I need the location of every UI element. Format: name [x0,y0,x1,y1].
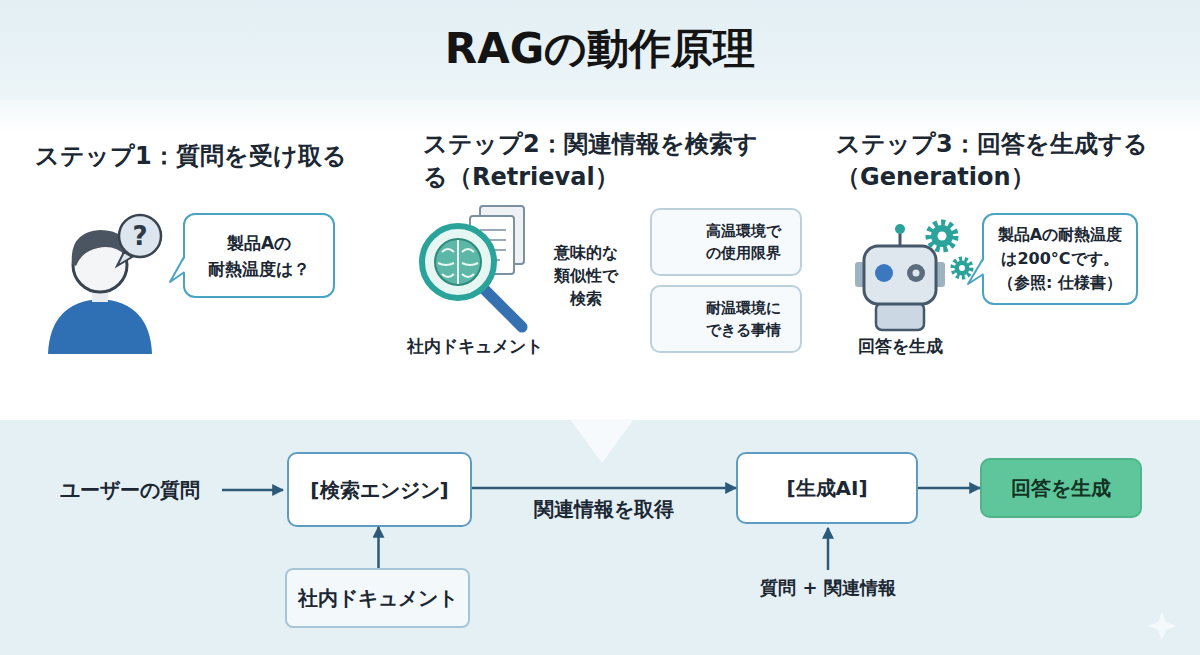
gear-teeth [929,223,955,249]
magnifier-handle [484,289,522,327]
icon-caption: 回答を生成 [840,334,960,358]
thought-bubble [119,215,161,257]
magnifier-lens [422,226,494,298]
gear [931,225,953,247]
diagram-title: RAGの動作原理 [0,22,1200,76]
sparkle-mark [1148,612,1176,640]
gear-hole [959,265,965,271]
user-icon [48,215,161,354]
input-label: 質問 + 関連情報 [738,575,918,601]
step-heading: ステップ2：関連情報を検索す る（Retrieval） [423,128,763,194]
user-body [48,299,152,354]
node-text: 回答を生成 [1011,474,1111,502]
process-note: 意味的な 類似性で 検索 [548,241,624,310]
input-arrow [222,489,283,492]
gear [955,261,970,276]
icon-caption: 社内ドキュメント [388,334,562,358]
speech-bubble: 製品Aの 耐熱温度は？ [183,213,335,298]
gear-hole [938,232,947,241]
node-text: [生成AI] [786,474,867,502]
robot-head [864,246,936,304]
question-mark: ? [120,220,160,252]
speech-bubble: 製品Aの耐熱温度 は200°Cです。 （参照: 仕様書） [982,213,1138,305]
robot-body [876,303,924,330]
node-text: [検索エンジン] [310,476,448,504]
brain-shape [435,239,481,285]
node-text: 製品Aの耐熱温度 は200°Cです。 （参照: 仕様書） [990,223,1130,295]
robot-icon [855,223,971,330]
gear-teeth [953,259,971,277]
result-card: 耐温環境に できる事情 [650,285,802,353]
output-box: 回答を生成 [980,458,1142,518]
edge-label: 関連情報を取得 [494,496,714,522]
flow-band [0,420,1200,655]
bubble-tail [170,256,185,282]
node-text: 社内ドキュメント [298,584,458,612]
node-text: 製品Aの 耐熱温度は？ [205,230,313,282]
node-text: 耐温環境に できる事情 [694,297,792,341]
title-band [0,0,1200,105]
result-card: 高温環境で の使用限界 [650,208,802,276]
step-heading: ステップ3：回答を生成する （Generation） [836,128,1176,194]
panel-pointer [570,419,634,463]
antenna-tip [895,224,905,234]
process-box: [検索エンジン] [287,452,472,527]
brain-folds [438,240,478,284]
step-heading: ステップ1：質問を受け取る [35,140,375,173]
steps-panel [0,100,1200,422]
input-arrow [827,528,830,570]
bubble-tail [170,256,186,282]
robot-eye-center [913,270,920,277]
bubble-tail [968,258,985,284]
source-box: 社内ドキュメント [285,568,470,628]
flow-arrow [472,487,736,490]
flow-arrow [377,527,380,568]
robot-eye [875,264,893,282]
flow-arrow [918,487,980,490]
robot-eye [907,264,925,282]
process-box: [生成AI] [736,452,918,524]
input-label: ユーザーの質問 [40,476,220,504]
node-text: 高温環境で の使用限界 [694,220,792,264]
bubble-tail [968,258,984,284]
search-icon [422,206,524,327]
